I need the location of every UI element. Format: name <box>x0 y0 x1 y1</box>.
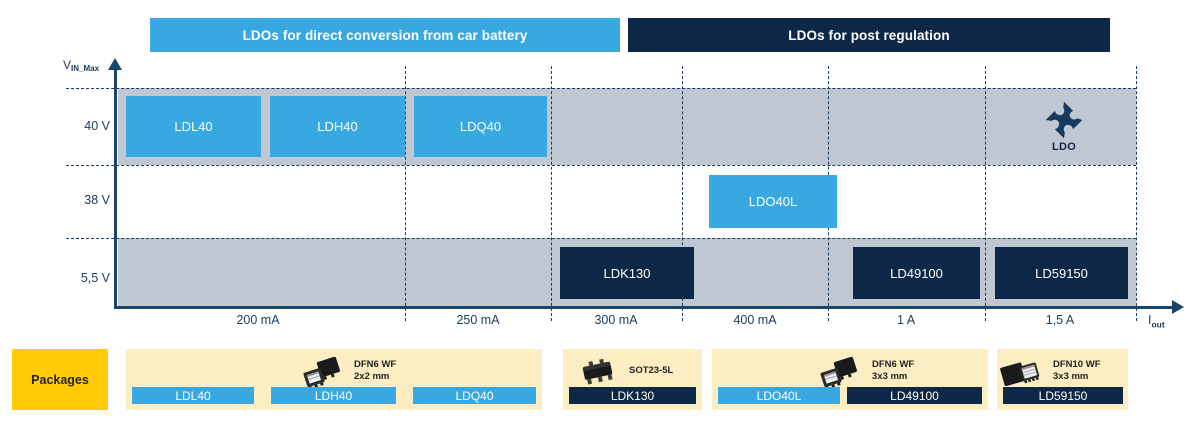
package-note-line1: SOT23-5L <box>629 365 674 376</box>
dfn6-package-icon <box>303 357 341 389</box>
package-chip-ld59150[interactable]: LD59150 <box>1003 387 1123 404</box>
packages-legend-text: Packages <box>31 372 89 387</box>
y-axis-line <box>114 66 117 308</box>
product-chip-ldh40[interactable]: LDH40 <box>270 96 405 157</box>
dfn10-package-icon <box>1000 362 1040 387</box>
gridline-h-38v-55v <box>66 238 1136 239</box>
legend-post-regulation-label: LDOs for post regulation <box>788 27 950 43</box>
package-chip-ldq40[interactable]: LDQ40 <box>413 387 536 404</box>
x-axis-line <box>114 306 1174 309</box>
package-group-sot23-5l: SOT23-5L LDK130 <box>563 349 702 410</box>
legend-direct-conversion-label: LDOs for direct conversion from car batt… <box>242 27 528 43</box>
gridline-v-1 <box>405 66 406 321</box>
gridline-h-40v-38v <box>66 165 1136 166</box>
package-chip-ldl40[interactable]: LDL40 <box>132 387 254 404</box>
x-tick-label-200ma: 200 mA <box>236 313 280 327</box>
product-chip-ldq40-label: LDQ40 <box>459 119 502 134</box>
package-group-dfn10-3x3: DFN10 WF 3x3 mm LD59150 <box>997 349 1128 410</box>
package-chip-ld59150-label: LD59150 <box>1038 388 1088 403</box>
gridline-v-5 <box>985 66 986 321</box>
package-chip-ld49100-label: LD49100 <box>890 388 939 403</box>
package-group-dfn6-2x2: DFN6 WF 2x2 mm LDL40 LDH40 LDQ40 <box>126 349 542 410</box>
product-chip-ldl40-label: LDL40 <box>174 119 213 134</box>
package-chip-ldh40[interactable]: LDH40 <box>271 387 396 404</box>
product-chip-ldq40[interactable]: LDQ40 <box>414 96 547 157</box>
package-note-dfn6-2x2: DFN6 WF 2x2 mm <box>354 359 396 383</box>
y-tick-label-40v: 40 V <box>84 119 110 133</box>
x-axis-title: Iout <box>1148 313 1165 330</box>
product-chip-ld49100[interactable]: LD49100 <box>853 247 980 299</box>
packages-legend-label: Packages <box>12 349 108 410</box>
package-chip-ldl40-label: LDL40 <box>175 388 211 403</box>
gridline-v-6 <box>1136 66 1137 321</box>
package-chip-ldh40-label: LDH40 <box>314 388 353 403</box>
package-note-line2: 3x3 mm <box>872 371 908 382</box>
package-note-dfn10-3x3: DFN10 WF 3x3 mm <box>1053 359 1101 383</box>
package-chip-ldk130[interactable]: LDK130 <box>569 387 696 404</box>
product-chip-ldl40[interactable]: LDL40 <box>126 96 261 157</box>
product-chip-ldh40-label: LDH40 <box>317 119 358 134</box>
gridline-v-3 <box>682 66 683 321</box>
product-chip-ldk130-label: LDK130 <box>603 265 651 281</box>
product-chip-ldk130[interactable]: LDK130 <box>560 247 694 299</box>
package-chip-ldo40l-label: LDO40L <box>756 388 802 403</box>
legend-direct-conversion: LDOs for direct conversion from car batt… <box>150 18 620 52</box>
product-chip-ldo40l-label: LDO40L <box>748 194 798 209</box>
x-axis-arrow-icon <box>1172 300 1184 314</box>
package-chip-ldq40-label: LDQ40 <box>455 388 494 403</box>
y-tick-label-55v: 5,5 V <box>80 271 110 285</box>
x-tick-label-15a: 1,5 A <box>1045 313 1075 327</box>
package-note-dfn6-3x3: DFN6 WF 3x3 mm <box>872 359 914 383</box>
dfn6-package-icon <box>820 357 858 389</box>
y-axis-arrow-icon <box>108 58 122 70</box>
package-group-dfn6-3x3: DFN6 WF 3x3 mm LDO40L LD49100 <box>712 349 988 410</box>
product-chip-ld49100-label: LD49100 <box>890 265 943 281</box>
x-tick-label-300ma: 300 mA <box>594 313 638 327</box>
y-axis-title: VIN_Max <box>63 58 100 73</box>
package-note-line2: 3x3 mm <box>1053 371 1089 382</box>
legend-post-regulation: LDOs for post regulation <box>628 18 1110 52</box>
package-note-line1: DFN6 WF <box>872 359 915 370</box>
sot23-package-icon <box>582 358 613 385</box>
gridline-h-top <box>66 88 1136 89</box>
product-chip-ld59150-label: LD59150 <box>1035 265 1088 281</box>
package-note-line1: DFN6 WF <box>354 359 397 370</box>
package-chip-ldo40l[interactable]: LDO40L <box>718 387 840 404</box>
gridline-v-2 <box>551 66 552 321</box>
ldo-logo-label: LDO <box>1051 141 1077 153</box>
package-note-line1: DFN10 WF <box>1053 359 1101 370</box>
package-note-line2: 2x2 mm <box>354 371 390 382</box>
x-tick-label-400ma: 400 mA <box>733 313 777 327</box>
package-chip-ld49100[interactable]: LD49100 <box>847 387 982 404</box>
y-tick-label-38v: 38 V <box>84 193 110 207</box>
package-note-sot23-5l: SOT23-5L <box>629 365 673 377</box>
product-chip-ld59150[interactable]: LD59150 <box>995 247 1128 299</box>
product-chip-ldo40l[interactable]: LDO40L <box>709 175 837 228</box>
ldo-diamond-icon <box>1045 101 1083 139</box>
package-chip-ldk130-label: LDK130 <box>610 388 655 403</box>
ldo-logo-mark: LDO <box>1032 100 1096 156</box>
x-tick-label-1a: 1 A <box>896 313 916 327</box>
x-tick-label-250ma: 250 mA <box>456 313 500 327</box>
